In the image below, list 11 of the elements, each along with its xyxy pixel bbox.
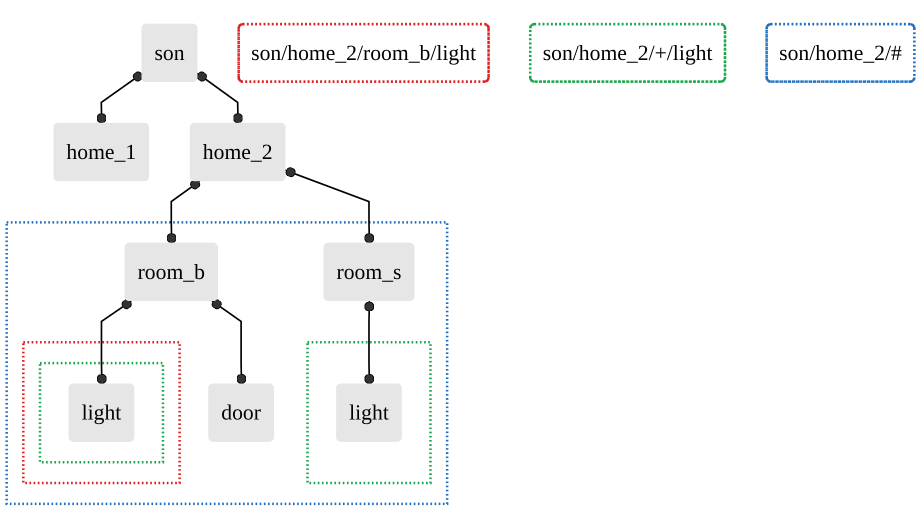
connector xyxy=(285,167,374,244)
cluster xyxy=(22,341,181,484)
cluster xyxy=(306,341,432,484)
cluster xyxy=(5,221,448,506)
connector xyxy=(166,179,200,244)
connector xyxy=(96,71,143,124)
connector xyxy=(196,72,244,124)
connector xyxy=(96,299,132,384)
connector xyxy=(212,299,246,384)
cluster xyxy=(38,362,164,464)
connector xyxy=(364,301,374,384)
